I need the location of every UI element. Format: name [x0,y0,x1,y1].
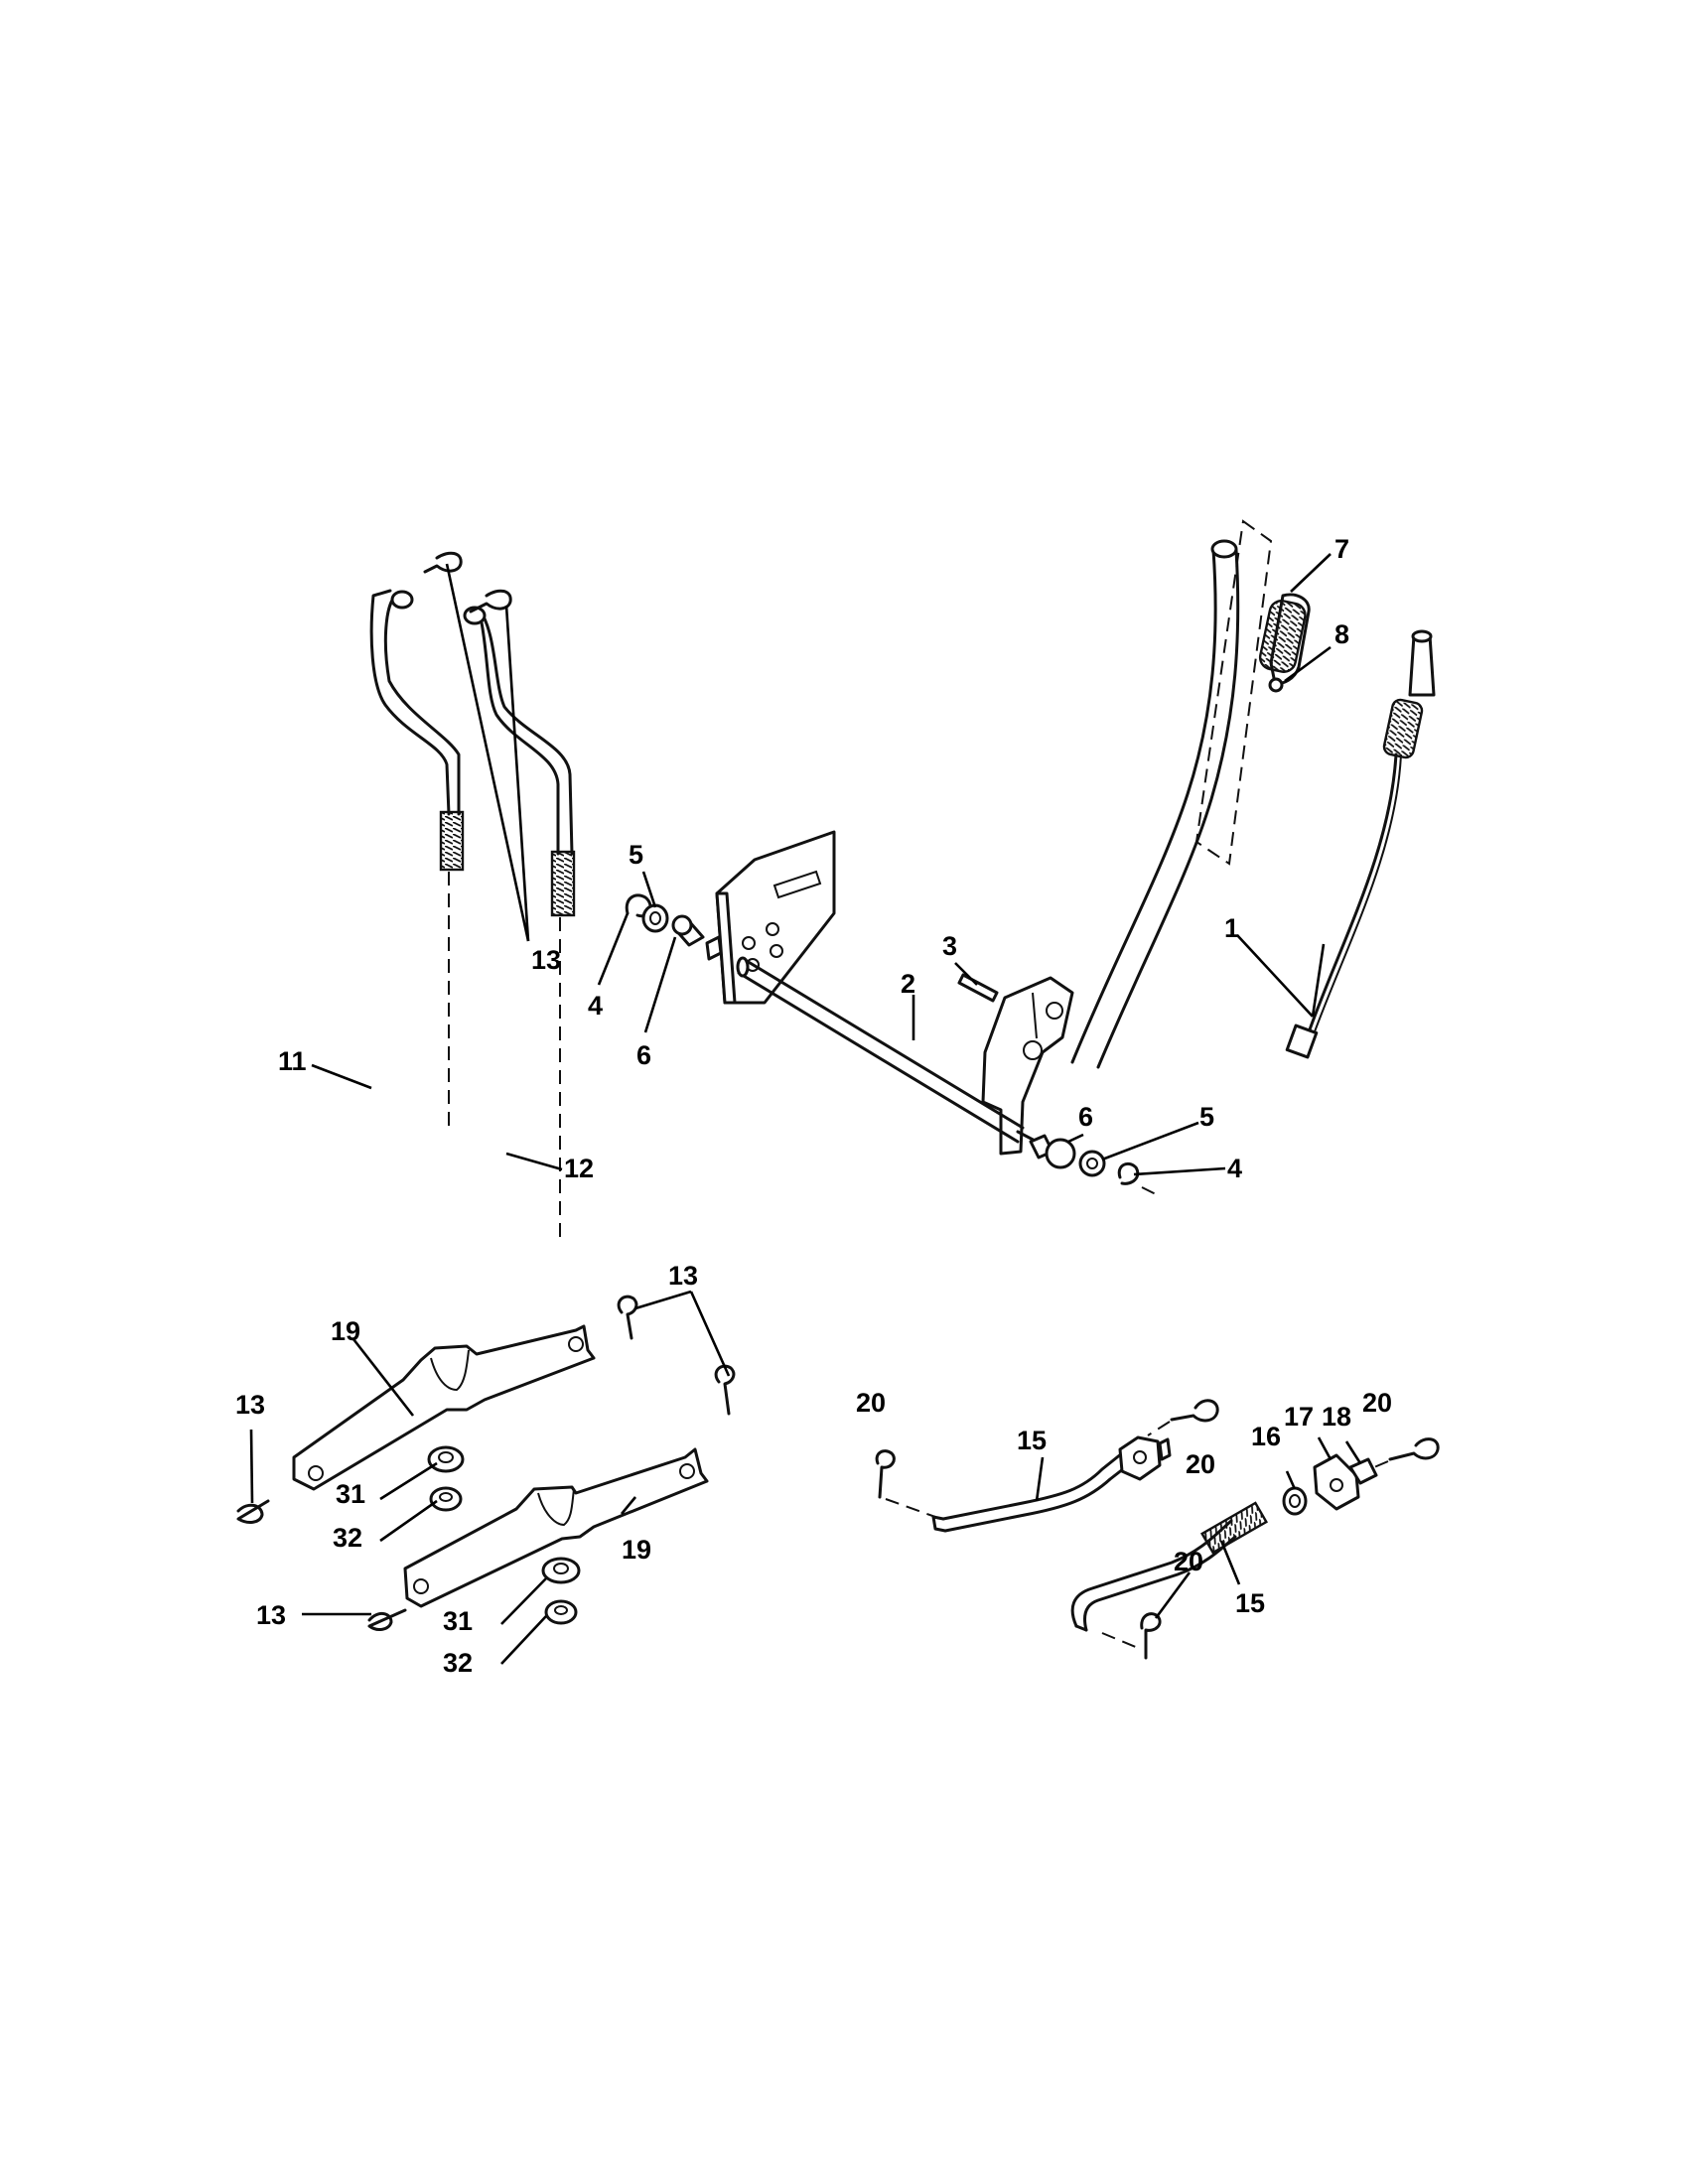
grip-pin [1268,677,1284,693]
lift-cable [1285,629,1436,1059]
callout-1: 1 [1224,913,1239,943]
lift-link-12 [463,606,576,917]
ferrule-17 [1313,1453,1360,1511]
lift-arm-lower [403,1447,709,1608]
hairpin-clip-20-d [1101,1612,1162,1660]
callout-6-right: 6 [1078,1102,1093,1132]
callout-20-lower: 20 [1174,1547,1203,1576]
roll-pin [957,973,999,1003]
callout-31-upper: 31 [336,1479,365,1509]
hairpin-clip-20-b [1147,1399,1219,1436]
callout-5-right: 5 [1199,1102,1214,1132]
callout-12: 12 [564,1154,594,1183]
callout-20-middle: 20 [1186,1449,1215,1479]
callout-15-upper: 15 [1017,1426,1047,1455]
washer-left [641,903,669,933]
handle-grip-dashed-outline [1194,519,1273,866]
flat-washer-upper [427,1445,465,1473]
handle-grip [1258,593,1311,685]
lift-handle [981,539,1240,1156]
callout-16: 16 [1251,1422,1281,1451]
callout-15-lower: 15 [1235,1588,1265,1618]
callout-11: 11 [278,1046,307,1076]
callout-13-arm: 13 [668,1261,698,1291]
callout-32-upper: 32 [333,1523,362,1553]
hex-nut-16 [1282,1486,1308,1516]
callout-5-left: 5 [629,840,643,870]
bushing-left [671,914,723,961]
callout-7: 7 [1334,534,1349,564]
callout-6-left: 6 [636,1040,651,1070]
callout-19-lower: 19 [622,1535,651,1565]
hairpin-clip-arm-a [617,1295,638,1340]
callout-13-upper: 13 [531,945,561,975]
spring-clip-right [1117,1161,1159,1196]
lock-nut-lower [544,1599,578,1625]
callout-8: 8 [1334,619,1349,649]
hairpin-clip-arm-b [714,1364,736,1416]
callout-17: 17 [1284,1402,1314,1432]
hairpin-clip-20-a [875,1449,936,1518]
callout-31-lower: 31 [443,1606,473,1636]
hairpin-clip-arm-c [236,1499,270,1524]
callout-2: 2 [901,969,915,999]
callout-32-lower: 32 [443,1648,473,1678]
hairpin-clip-20-c [1373,1437,1440,1468]
callout-13-bottom: 13 [256,1600,286,1630]
draft-rod-upper [931,1435,1172,1533]
callout-20-left: 20 [856,1388,886,1418]
callout-13-left: 13 [235,1390,265,1420]
leader-lines [249,553,1362,1665]
callout-labels: 1 2 3 4 4 5 5 6 6 7 8 11 12 13 13 13 13 … [235,534,1392,1678]
flat-washer-lower [541,1557,581,1584]
callout-19-upper: 19 [331,1316,360,1346]
cross-shaft [736,956,1043,1146]
callout-3: 3 [942,931,957,961]
callout-20-right: 20 [1362,1388,1392,1418]
hairpin-clip-arm-d [367,1608,407,1631]
lift-link-11 [369,589,465,872]
draft-rod-lower [1070,1501,1268,1632]
bushing-right [1029,1134,1076,1169]
hairpin-clip-upper-a [423,551,463,574]
lift-arm-upper [292,1324,596,1491]
washer-right [1078,1150,1106,1177]
nut-18 [1348,1457,1378,1485]
callout-18: 18 [1322,1402,1351,1432]
lock-nut-upper [429,1486,463,1512]
callout-4-right: 4 [1227,1154,1242,1183]
callout-4-left: 4 [588,991,603,1021]
hairpin-clip-upper-b [469,589,512,614]
